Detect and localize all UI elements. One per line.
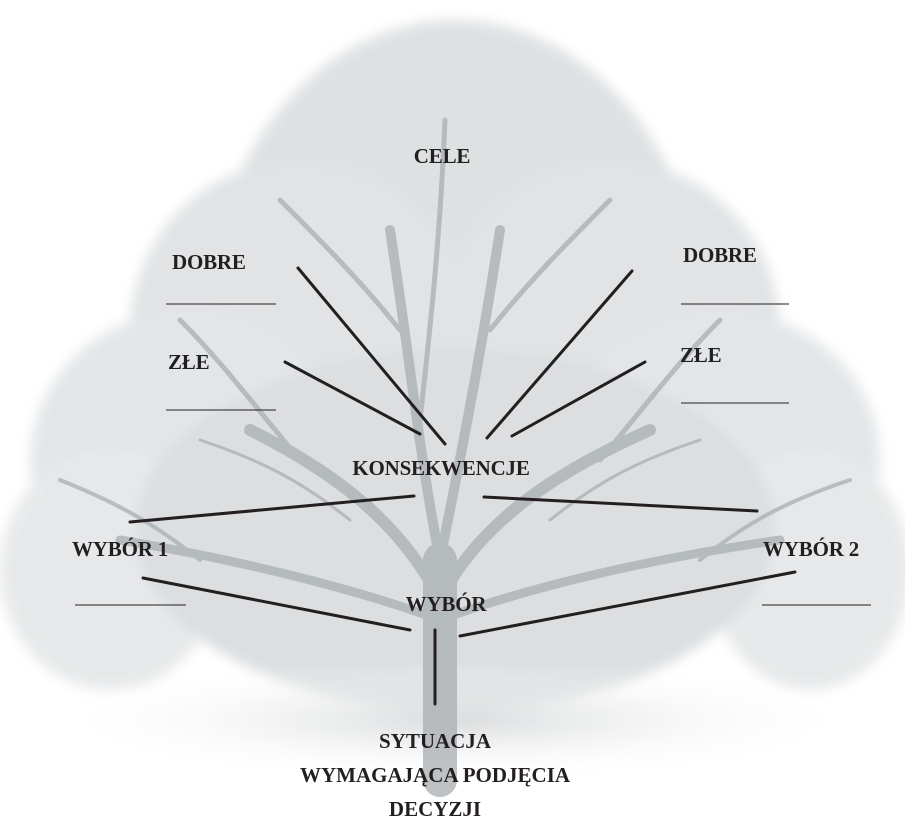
situation-line-3: DECYZJI [300,792,570,826]
tree-background-image [0,20,905,780]
situation-line-2: WYMAGAJĄCA PODJĘCIA [300,758,570,792]
good-consequences-label-right: DOBRE [683,243,757,268]
choice-label: WYBÓR [406,592,487,617]
decision-situation-label: SYTUACJA WYMAGAJĄCA PODJĘCIA DECYZJI [300,724,570,826]
bad-consequences-label-left: ZŁE [168,350,209,375]
good-consequences-label-left: DOBRE [172,250,246,275]
consequences-label: KONSEKWENCJE [352,456,529,481]
choice-2-label: WYBÓR 2 [763,537,859,562]
bad-consequences-label-right: ZŁE [680,343,721,368]
situation-line-1: SYTUACJA [300,724,570,758]
goals-label: CELE [414,144,470,169]
choice-1-label: WYBÓR 1 [72,537,168,562]
